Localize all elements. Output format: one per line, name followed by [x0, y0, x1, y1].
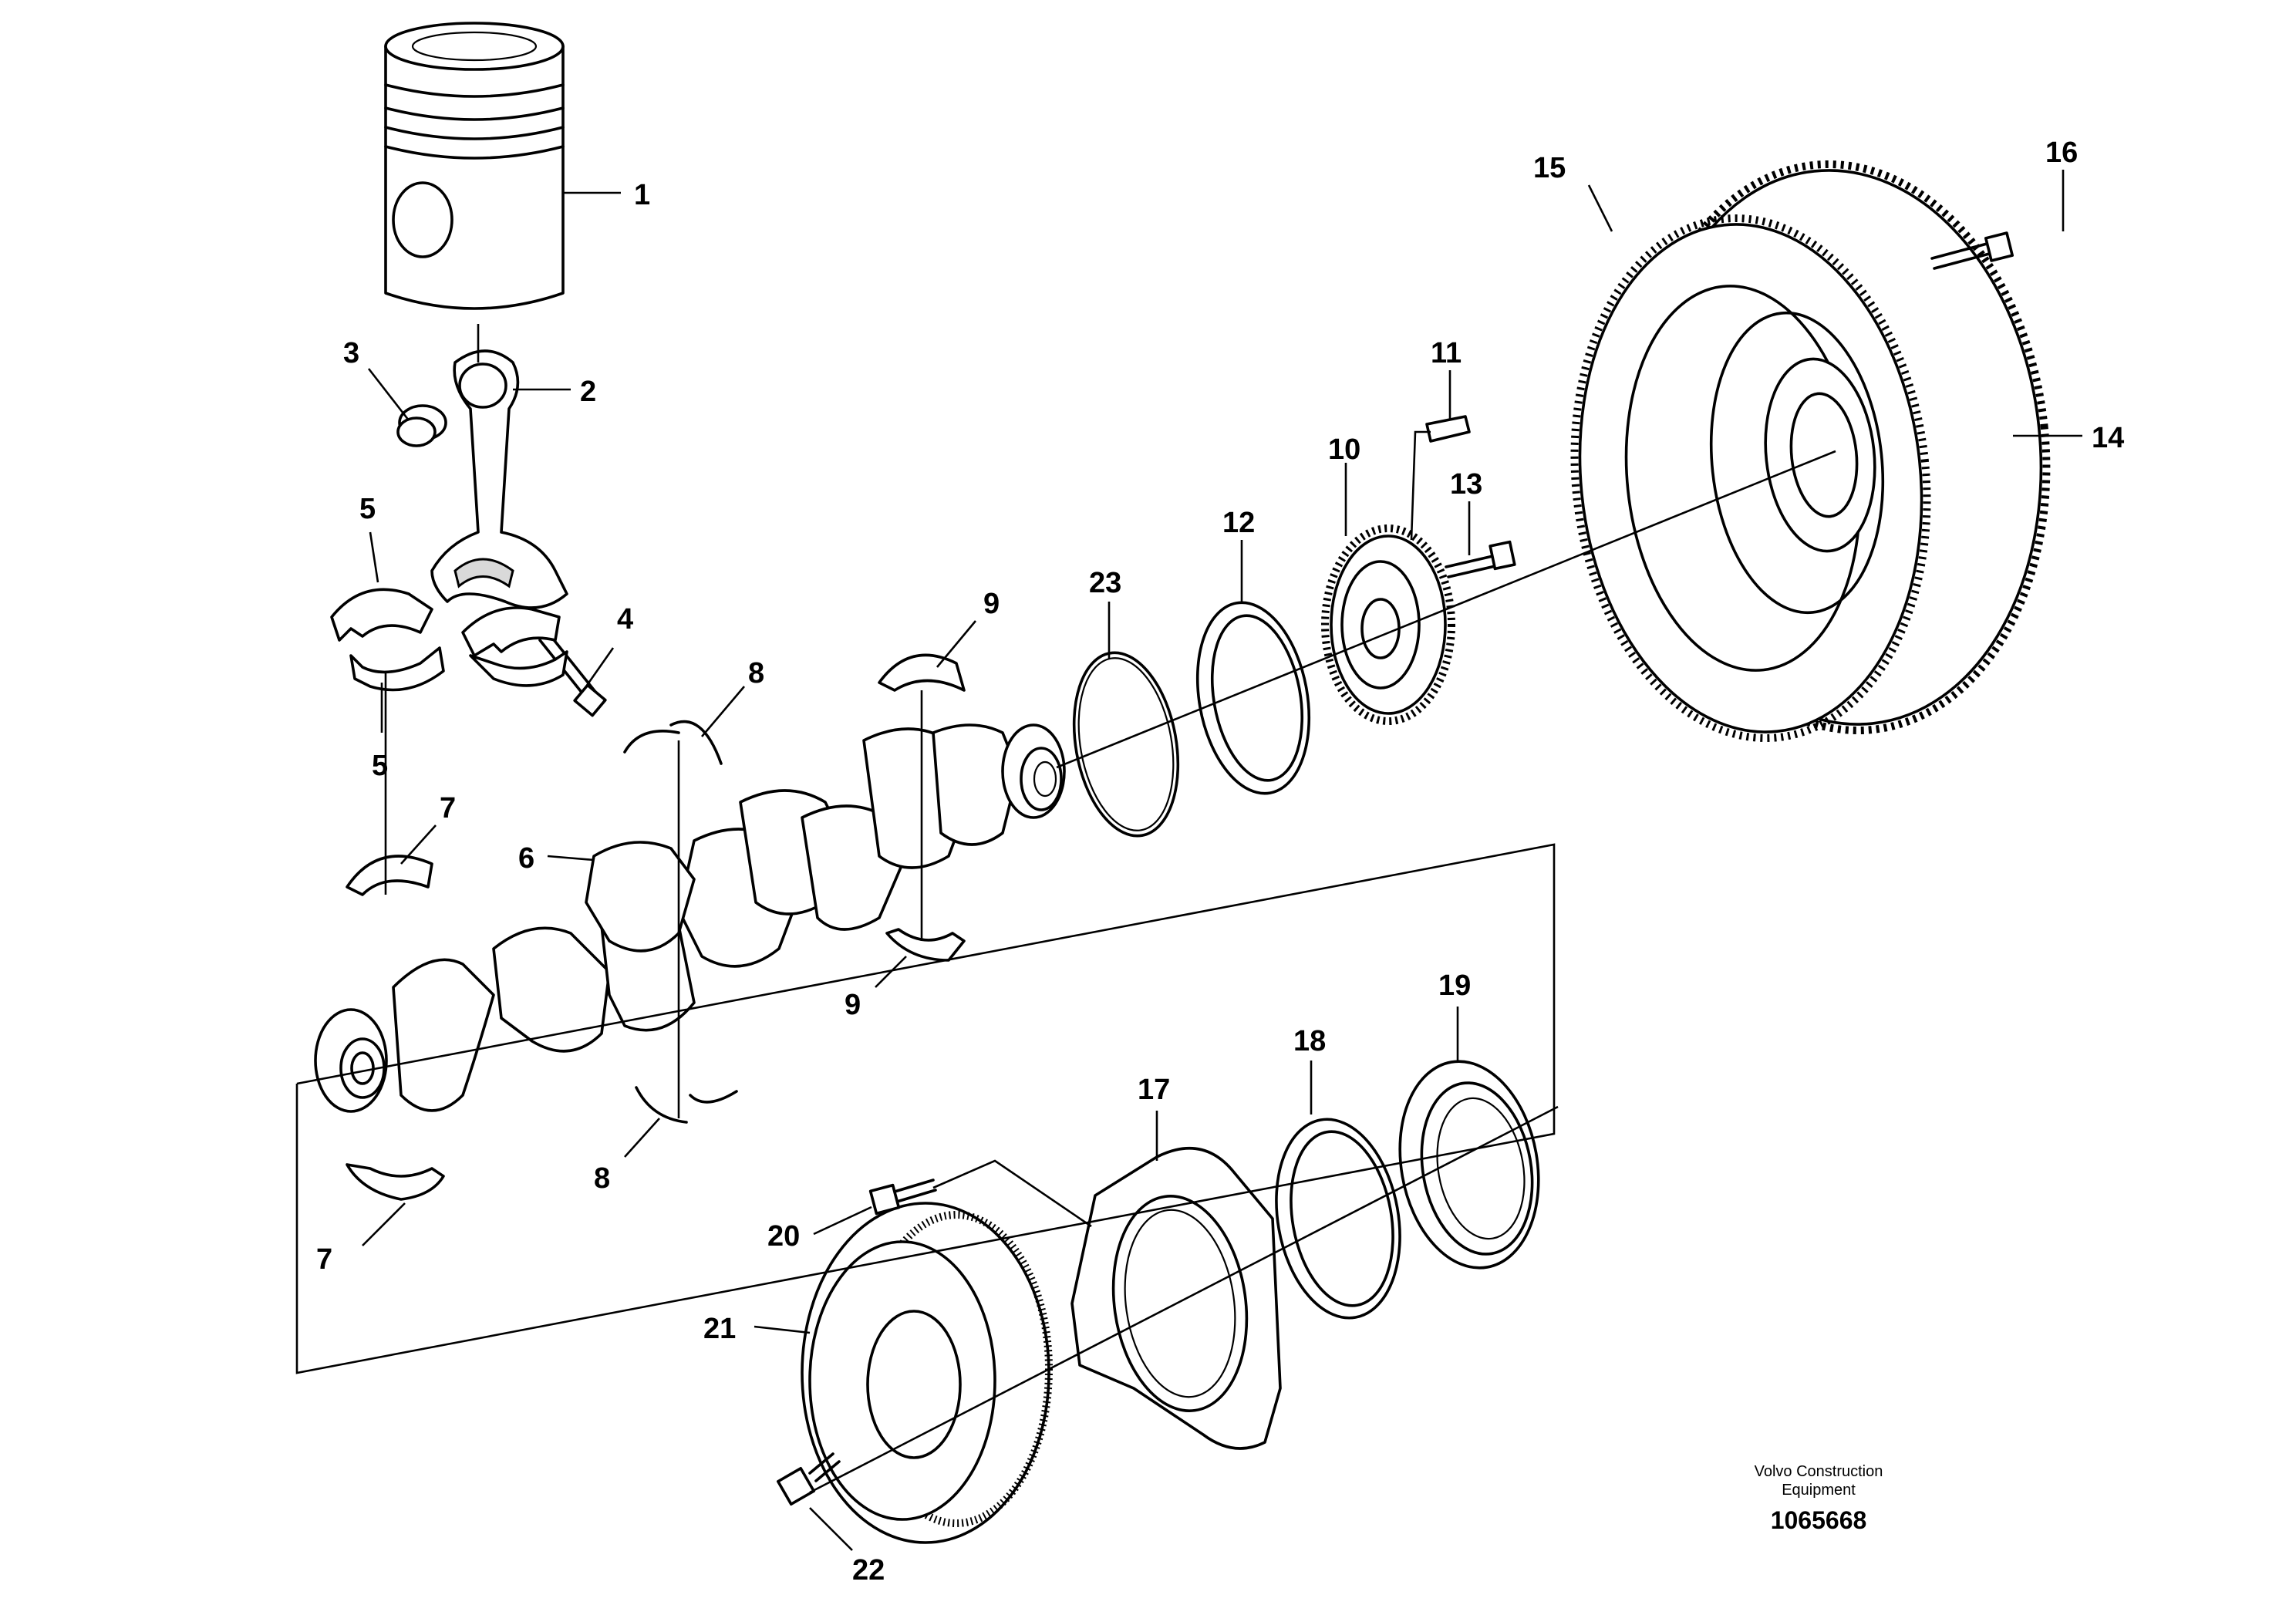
housing-bolt — [868, 1179, 937, 1216]
callout-9-lower: 9 — [845, 989, 861, 1021]
callout-22: 22 — [852, 1554, 885, 1587]
callout-23: 23 — [1089, 567, 1121, 599]
callout-10: 10 — [1328, 433, 1360, 466]
callout-13: 13 — [1450, 468, 1482, 501]
flywheel-bolt — [1930, 231, 2014, 270]
footer-brand: Volvo Construction Equipment 1065668 — [1755, 1463, 1883, 1534]
seal-ring — [1195, 601, 1311, 795]
assembly-axis-lines — [295, 324, 1836, 1494]
callout-4: 4 — [617, 603, 633, 636]
rod-bearing-shells — [330, 588, 568, 692]
drawing-number: 1065668 — [1771, 1506, 1867, 1534]
callout-9-upper: 9 — [983, 588, 1000, 620]
callout-3: 3 — [343, 337, 359, 369]
callout-15: 15 — [1533, 152, 1566, 184]
pulley-bolt — [776, 1452, 841, 1506]
callout-17: 17 — [1138, 1074, 1170, 1106]
callout-5-upper: 5 — [359, 493, 376, 525]
callout-11: 11 — [1431, 337, 1462, 369]
callout-6: 6 — [518, 842, 534, 875]
callout-8-lower: 8 — [594, 1162, 610, 1195]
callout-12: 12 — [1222, 507, 1255, 539]
o-ring — [1072, 651, 1180, 838]
callout-7-lower: 7 — [316, 1243, 332, 1276]
callout-leaders — [362, 170, 2082, 1551]
gear-bolt — [1445, 540, 1516, 578]
callout-20: 20 — [767, 1220, 800, 1253]
callout-1: 1 — [634, 179, 650, 211]
callout-5-lower: 5 — [372, 750, 388, 782]
callout-14: 14 — [2092, 422, 2124, 454]
seal-housing — [1070, 1147, 1282, 1450]
brand-line-2: Equipment — [1782, 1482, 1856, 1499]
dowel-pin — [1425, 415, 1471, 443]
callout-21: 21 — [703, 1313, 736, 1345]
callout-16: 16 — [2045, 137, 2078, 169]
piston — [384, 22, 565, 310]
crankshaft — [314, 723, 1066, 1113]
callout-18: 18 — [1293, 1025, 1326, 1057]
crankshaft-pulley — [801, 1202, 1053, 1544]
main-bearing-shells-front — [346, 855, 445, 1201]
thrust-washers — [623, 720, 738, 1124]
small-end-bushing — [396, 404, 447, 447]
callout-8-upper: 8 — [748, 657, 764, 690]
callout-19: 19 — [1438, 969, 1471, 1002]
callout-7-upper: 7 — [440, 792, 456, 824]
front-seal-ring — [1275, 1118, 1401, 1320]
callout-numbers: 1 2 3 5 4 5 8 9 23 12 10 11 13 15 16 14 … — [316, 137, 2124, 1587]
brand-line-1: Volvo Construction — [1755, 1463, 1883, 1480]
main-bearing-shells-rear — [878, 653, 966, 962]
oil-seal — [1398, 1060, 1540, 1270]
crankshaft-gear — [1321, 524, 1455, 725]
connecting-rod — [430, 349, 568, 609]
callout-2: 2 — [580, 376, 596, 408]
